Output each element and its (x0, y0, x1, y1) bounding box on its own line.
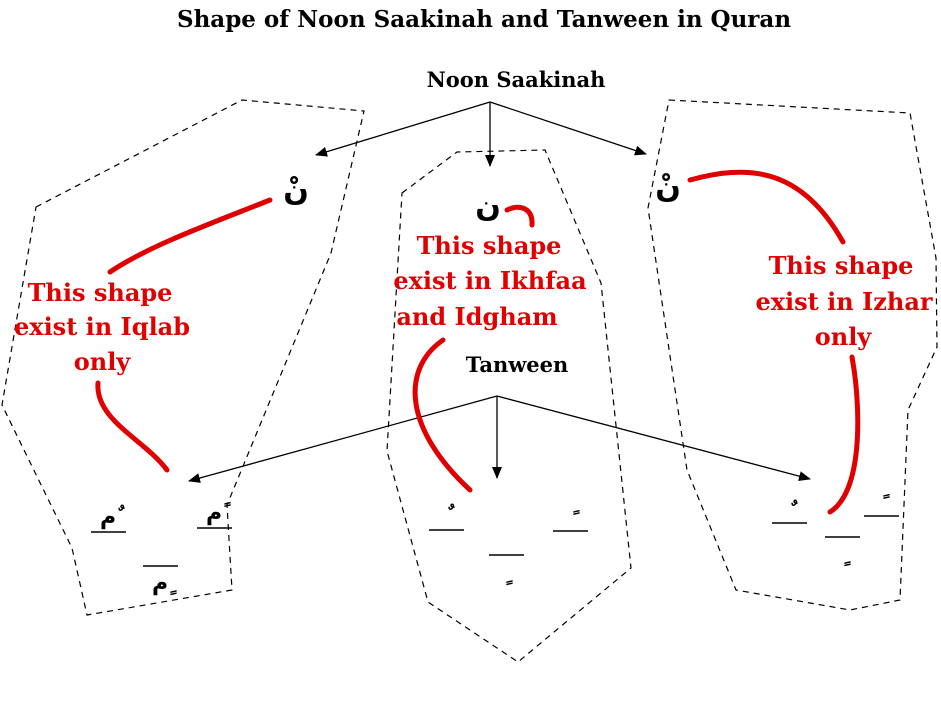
tanween-izhar-fathah: ً (883, 493, 890, 499)
noon-ikhfaa-shape: ن (475, 189, 501, 224)
noon-izhar-shape: نْ (655, 170, 681, 205)
tanween-ikhfaa-kasrah: ٍ (506, 580, 513, 586)
note-ikhfaa-idgham: This shape exist in Ikhfaa and Idgham (393, 231, 586, 331)
tanween-ikhfaa-dammah: ٌ (448, 503, 455, 510)
noon-saakinah-label: Noon Saakinah (427, 67, 606, 92)
region-ikhfaa-idgham (386, 149, 632, 663)
note-iqlab-line-1: This shape (28, 278, 173, 307)
red-connector-iqlab-top (107, 197, 273, 275)
tanween-label: Tanween (466, 352, 569, 377)
noon-iqlab-shape: نْ (283, 173, 309, 208)
tanween-ikhfaa-fathah: ً (573, 509, 580, 515)
red-connector-izhar-top (687, 169, 846, 245)
note-izhar: This shape exist in Izhar only (755, 251, 932, 351)
diagram-title: Shape of Noon Saakinah and Tanween in Qu… (177, 6, 791, 33)
note-ikhfaa-line-2: exist in Ikhfaa (393, 266, 586, 295)
note-ikhfaa-line-3: and Idgham (396, 302, 557, 331)
note-iqlab-line-2: exist in Iqlab (14, 312, 190, 341)
tanween-izhar-kasrah: ٍ (844, 561, 851, 567)
note-iqlab-line-3: only (74, 347, 132, 376)
arrow-noon-iqlab (315, 101, 491, 157)
region-izhar (647, 99, 938, 611)
red-connector-ikhfaa-bottom (412, 337, 473, 493)
tanween-izhar-dammah: ٌ (791, 499, 798, 506)
red-connector-izhar-bottom (827, 354, 861, 515)
note-izhar-line-2: exist in Izhar (755, 287, 932, 316)
red-connector-ikhfaa-top (504, 204, 535, 228)
arrow-tanween-iqlab (188, 395, 498, 483)
arrow-tanween-izhar (496, 395, 811, 482)
tanween-iqlab-kasrah: ٍم (152, 571, 177, 596)
tanween-iqlab-dammah: ٌم (100, 504, 125, 530)
note-izhar-line-1: This shape (769, 251, 914, 280)
note-izhar-line-3: only (815, 322, 873, 351)
region-iqlab (1, 99, 365, 616)
arrow-noon-izhar (489, 101, 647, 156)
note-iqlab: This shape exist in Iqlab only (14, 278, 190, 376)
note-ikhfaa-line-1: This shape (417, 231, 562, 260)
red-connector-iqlab-bottom (95, 380, 170, 473)
